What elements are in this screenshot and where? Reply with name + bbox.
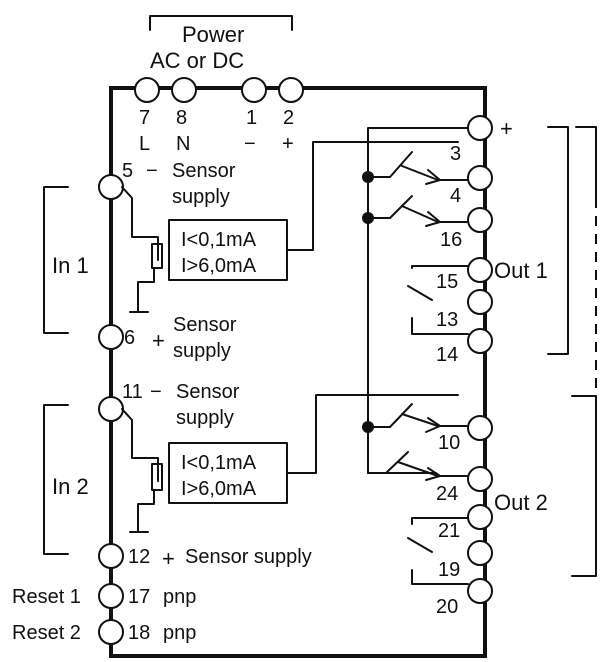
power-terminal-8[interactable] bbox=[171, 77, 197, 103]
out-plus-sign: + bbox=[500, 116, 513, 141]
in1-bracket bbox=[43, 186, 69, 334]
in1-terminal-5[interactable] bbox=[98, 174, 124, 200]
power-title: Power bbox=[182, 22, 244, 47]
in2-sensor-element bbox=[151, 463, 163, 491]
out1-num-13: 13 bbox=[436, 309, 458, 331]
out1-terminal-a[interactable] bbox=[467, 165, 493, 191]
power-bracket bbox=[149, 15, 293, 31]
in2-pos-number: 12 bbox=[128, 546, 150, 568]
out-bracket-top bbox=[575, 126, 597, 199]
in2-bracket bbox=[43, 404, 69, 555]
in2-threshold-high: I>6,0mA bbox=[181, 478, 257, 500]
out2-num-20: 20 bbox=[436, 596, 458, 618]
in2-neg-label-2: supply bbox=[176, 407, 234, 429]
power-terminal-8-sign: N bbox=[176, 133, 190, 155]
power-terminal-7-sign: L bbox=[139, 133, 150, 155]
power-terminal-1[interactable] bbox=[241, 77, 267, 103]
in1-pos-label-2: supply bbox=[173, 340, 231, 362]
out2-num-24: 24 bbox=[436, 483, 458, 505]
reset2-terminal-18[interactable] bbox=[98, 619, 124, 645]
in2-control-line bbox=[286, 394, 459, 474]
in2-wire-neg bbox=[121, 408, 159, 482]
reset1-label: Reset 1 bbox=[12, 586, 81, 608]
out1-terminal-d[interactable] bbox=[467, 289, 493, 315]
power-terminal-2-number: 2 bbox=[283, 107, 294, 129]
power-terminal-7[interactable] bbox=[134, 77, 160, 103]
in2-threshold-low: I<0,1mA bbox=[181, 452, 257, 474]
out1-terminal-c[interactable] bbox=[467, 257, 493, 283]
in1-pos-sign: + bbox=[152, 328, 165, 353]
reset2-type: pnp bbox=[163, 622, 196, 644]
in1-neg-sign: − bbox=[146, 160, 158, 182]
in2-terminal-12[interactable] bbox=[98, 543, 124, 569]
in1-control-line bbox=[286, 141, 459, 251]
reset1-terminal-17[interactable] bbox=[98, 583, 124, 609]
out2-bracket bbox=[571, 395, 597, 577]
in2-terminal-11[interactable] bbox=[98, 396, 124, 422]
out2-contact-1 bbox=[367, 403, 468, 428]
out2-num-21: 21 bbox=[438, 520, 460, 542]
power-terminal-2-sign: + bbox=[282, 133, 294, 155]
out2-terminal-b[interactable] bbox=[467, 466, 493, 492]
out2-arrow-2 bbox=[425, 467, 441, 481]
out2-terminal-e[interactable] bbox=[467, 578, 493, 604]
out1-num-14: 14 bbox=[436, 344, 458, 366]
in2-pos-label: Sensor supply bbox=[185, 546, 312, 568]
out2-terminal-a[interactable] bbox=[467, 415, 493, 441]
out2-arrow-1 bbox=[425, 417, 441, 433]
in1-threshold-high: I>6,0mA bbox=[181, 255, 257, 277]
in1-wire-pos bbox=[137, 267, 155, 313]
in1-terminal-6[interactable] bbox=[98, 324, 124, 350]
in1-neg-label-2: supply bbox=[172, 186, 230, 208]
power-subtitle: AC or DC bbox=[150, 48, 244, 73]
out1-terminal-e[interactable] bbox=[467, 328, 493, 354]
out1-arrow-4 bbox=[425, 211, 441, 227]
in2-neg-label-1: Sensor bbox=[176, 381, 240, 403]
out2-terminal-d[interactable] bbox=[467, 540, 493, 566]
in1-pos-label-1: Sensor bbox=[173, 314, 237, 336]
in1-pos-number: 6 bbox=[124, 327, 135, 349]
power-terminal-8-number: 8 bbox=[176, 107, 187, 129]
in1-sensor-element bbox=[151, 243, 163, 269]
common-bus bbox=[367, 127, 479, 474]
out1-num-4: 4 bbox=[450, 185, 461, 207]
in2-neg-number: 11 bbox=[122, 381, 143, 403]
out-plus-terminal[interactable] bbox=[467, 115, 493, 141]
out2-num-10: 10 bbox=[438, 432, 460, 454]
power-terminal-1-number: 1 bbox=[246, 107, 257, 129]
in2-wire-pos bbox=[137, 489, 155, 533]
out1-num-15: 15 bbox=[436, 271, 458, 293]
reset1-type: pnp bbox=[163, 586, 196, 608]
in2-neg-sign: − bbox=[150, 381, 162, 403]
reset1-number: 17 bbox=[128, 586, 150, 608]
in1-label: In 1 bbox=[52, 253, 89, 278]
out1-num-3: 3 bbox=[450, 143, 461, 165]
out1-terminal-b[interactable] bbox=[467, 207, 493, 233]
in1-neg-number: 5 bbox=[122, 160, 133, 182]
in2-pos-sign: + bbox=[162, 546, 175, 571]
out2-label: Out 2 bbox=[494, 490, 548, 515]
out1-label: Out 1 bbox=[494, 258, 548, 283]
out1-arrow-3 bbox=[425, 169, 441, 185]
out2-terminal-c[interactable] bbox=[467, 504, 493, 530]
in1-neg-label-1: Sensor bbox=[172, 160, 236, 182]
out1-num-16: 16 bbox=[440, 229, 462, 251]
reset2-number: 18 bbox=[128, 622, 150, 644]
out2-num-19: 19 bbox=[438, 559, 460, 581]
in1-threshold-low: I<0,1mA bbox=[181, 229, 257, 251]
in2-label: In 2 bbox=[52, 474, 89, 499]
out2-changeover-contact bbox=[407, 517, 469, 585]
out1-changeover-contact bbox=[407, 265, 469, 335]
out1-bracket bbox=[547, 126, 569, 355]
power-terminal-2[interactable] bbox=[278, 77, 304, 103]
power-terminal-7-number: 7 bbox=[139, 107, 150, 129]
power-terminal-1-sign: − bbox=[244, 133, 256, 155]
reset2-label: Reset 2 bbox=[12, 622, 81, 644]
